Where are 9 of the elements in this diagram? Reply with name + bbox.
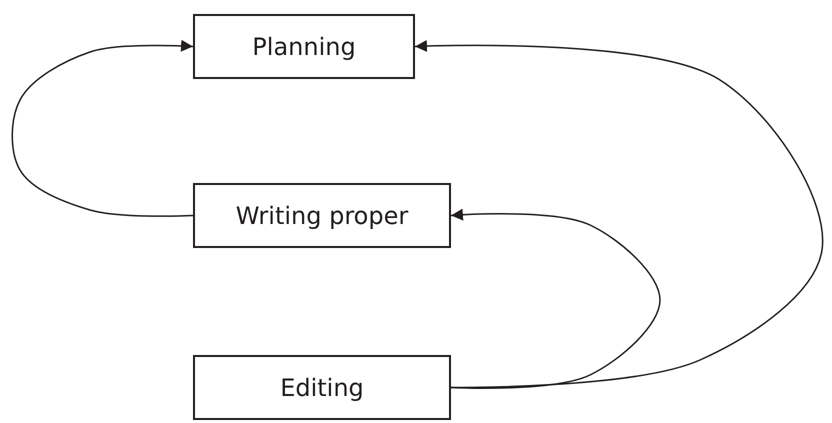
process-box: [193, 355, 451, 420]
process-box: [193, 14, 415, 79]
process-box: [193, 183, 451, 248]
arrow: [450, 208, 661, 389]
arrow: [414, 40, 824, 388]
box-label: Planning: [252, 32, 356, 60]
arrow: [12, 40, 194, 217]
box-label: Writing proper: [236, 202, 408, 230]
box-label: Editing: [280, 374, 364, 402]
